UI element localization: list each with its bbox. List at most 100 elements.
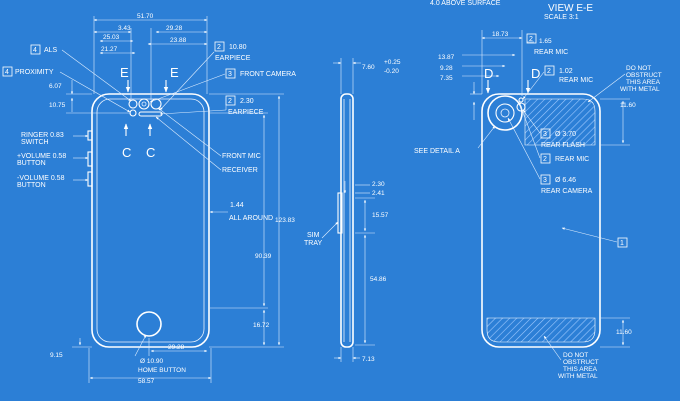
dim-16-72: 16.72 bbox=[253, 322, 270, 329]
proximity-label: PROXIMITY bbox=[15, 69, 54, 76]
side-dim-54-86: 54.86 bbox=[370, 276, 387, 283]
back-dim-1-02: 1.02 bbox=[559, 68, 573, 75]
camera-val: Ø 6.46 bbox=[555, 177, 576, 184]
earpiece2-name: EARPIECE bbox=[228, 109, 264, 116]
flash-label: REAR FLASH bbox=[541, 142, 585, 149]
side-dim-2-30: 2.30 bbox=[372, 181, 385, 188]
no-metal-bottom-4: WITH METAL bbox=[558, 373, 598, 380]
front-camera-lens bbox=[139, 99, 149, 109]
back-dim-11-60-bottom: 11.60 bbox=[616, 329, 632, 336]
side-dim-2-41: 2.41 bbox=[372, 190, 385, 197]
earpiece2-num: 2 bbox=[228, 98, 232, 105]
proximity-num: 4 bbox=[5, 69, 9, 76]
camera-label: REAR CAMERA bbox=[541, 188, 593, 195]
side-dim-7-60-minus: -0.20 bbox=[384, 68, 399, 75]
dim-1-44: 1.44 bbox=[230, 202, 244, 209]
ringer-label-2: SWITCH bbox=[21, 139, 49, 146]
side-outline bbox=[341, 94, 353, 347]
dim-3-43: 3.43 bbox=[118, 25, 131, 32]
side-dim-7-13: 7.13 bbox=[362, 356, 375, 363]
rear-mic-low-label: REAR MIC bbox=[555, 156, 589, 163]
rear-mic-low-num: 2 bbox=[543, 156, 547, 163]
all-around-label: ALL AROUND bbox=[229, 215, 273, 222]
als-sensor bbox=[129, 100, 137, 108]
als-num: 4 bbox=[33, 47, 37, 54]
sim-label-2: TRAY bbox=[304, 240, 322, 247]
earpiece-top-val: 10.80 bbox=[229, 44, 247, 51]
rear-mic-mid-label: REAR MIC bbox=[559, 77, 593, 84]
home-dia: Ø 10.90 bbox=[140, 358, 164, 365]
dim-21-27: 21.27 bbox=[101, 46, 118, 53]
home-button-shape bbox=[137, 312, 161, 336]
bottom-no-metal-area bbox=[487, 318, 595, 342]
sim-label-1: SIM bbox=[307, 232, 320, 239]
view-ee-title: VIEW E-E bbox=[548, 3, 593, 14]
view-ee-scale: SCALE 3:1 bbox=[544, 14, 579, 21]
dim-width-top: 51.70 bbox=[137, 13, 154, 20]
earpiece-top-num: 2 bbox=[217, 44, 221, 51]
rear-camera-ring bbox=[488, 96, 522, 130]
callout-1: 1 bbox=[620, 240, 624, 247]
back-dim-7-35: 7.35 bbox=[440, 75, 453, 82]
section-d-left: D bbox=[484, 66, 493, 81]
top-note: 4.0 ABOVE SURFACE bbox=[430, 0, 501, 7]
dim-height: 123.83 bbox=[275, 217, 295, 224]
no-metal-bottom-1: DO NOT bbox=[563, 352, 588, 359]
vol-dn-label-1: -VOLUME 0.58 bbox=[17, 175, 65, 182]
no-metal-bottom-3: THIS AREA bbox=[563, 366, 598, 373]
earpiece2-val: 2.30 bbox=[240, 98, 254, 105]
dim-29-28-bottom: 29.28 bbox=[168, 344, 185, 351]
dim-6-07: 6.07 bbox=[49, 83, 62, 90]
vol-dn-label-2: BUTTON bbox=[17, 182, 46, 189]
front-mic-label: FRONT MIC bbox=[222, 153, 261, 160]
dim-25-03: 25.03 bbox=[103, 34, 120, 41]
front-mic-hole bbox=[151, 99, 161, 109]
dim-29-28-top: 29.28 bbox=[166, 25, 183, 32]
earpiece-slot bbox=[139, 112, 162, 116]
rear-mic-mid-num: 2 bbox=[547, 68, 551, 75]
top-no-metal-area bbox=[525, 99, 595, 145]
back-dim-18-73: 18.73 bbox=[492, 31, 509, 38]
front-view: 51.70 3.43 25.03 29.28 21.27 23.88 E E C… bbox=[3, 13, 296, 385]
no-metal-top-1: DO NOT bbox=[626, 65, 651, 72]
side-dim-15-57: 15.57 bbox=[372, 212, 389, 219]
ringer-label-1: RINGER 0.83 bbox=[21, 132, 64, 139]
flash-val: Ø 3.70 bbox=[555, 131, 576, 138]
vol-up-label-1: +VOLUME 0.58 bbox=[17, 153, 66, 160]
rear-mic-hole bbox=[519, 98, 523, 102]
back-dim-13-87: 13.87 bbox=[438, 54, 455, 61]
front-camera-num: 3 bbox=[228, 71, 232, 78]
als-label: ALS bbox=[44, 47, 58, 54]
back-dim-11-60-top: 11.60 bbox=[620, 102, 636, 109]
section-c-right: C bbox=[146, 145, 155, 160]
back-view: 18.73 1.65 2 REAR MIC 13.87 9.28 7.35 D … bbox=[414, 30, 662, 380]
camera-num: 3 bbox=[543, 177, 547, 184]
rear-mic-top-label: REAR MIC bbox=[534, 49, 568, 56]
front-camera-label: FRONT CAMERA bbox=[240, 71, 296, 78]
no-metal-top-4: WITH METAL bbox=[620, 86, 660, 93]
section-e-left: E bbox=[120, 65, 129, 80]
back-dim-9-28: 9.28 bbox=[440, 65, 453, 72]
side-dim-7-60: 7.60 bbox=[362, 64, 375, 71]
no-metal-top-2: OBSTRUCT bbox=[626, 72, 662, 79]
earpiece-top-name: EARPIECE bbox=[215, 55, 251, 62]
dim-90-39: 90.39 bbox=[255, 253, 272, 260]
receiver-label: RECEIVER bbox=[222, 167, 258, 174]
front-camera-inner bbox=[142, 102, 146, 106]
no-metal-top-3: THIS AREA bbox=[626, 79, 661, 86]
dim-width-bottom: 58.57 bbox=[138, 378, 155, 385]
side-view: 7.60 +0.25 -0.20 2.30 2.41 15.57 54.86 7… bbox=[304, 58, 401, 363]
dim-23-88: 23.88 bbox=[170, 37, 187, 44]
vol-up-label-2: BUTTON bbox=[17, 160, 46, 167]
back-dim-1-65: 1.65 bbox=[539, 38, 552, 45]
section-e-right: E bbox=[170, 65, 179, 80]
flash-num: 3 bbox=[543, 131, 547, 138]
no-metal-bottom-2: OBSTRUCT bbox=[563, 359, 599, 366]
dim-9-15: 9.15 bbox=[50, 352, 63, 359]
rear-mic-top-num: 2 bbox=[529, 36, 533, 43]
home-button-label: HOME BUTTON bbox=[138, 367, 186, 374]
section-c-left: C bbox=[122, 145, 131, 160]
dim-10-75: 10.75 bbox=[49, 102, 66, 109]
side-dim-7-60-plus: +0.25 bbox=[384, 59, 401, 66]
